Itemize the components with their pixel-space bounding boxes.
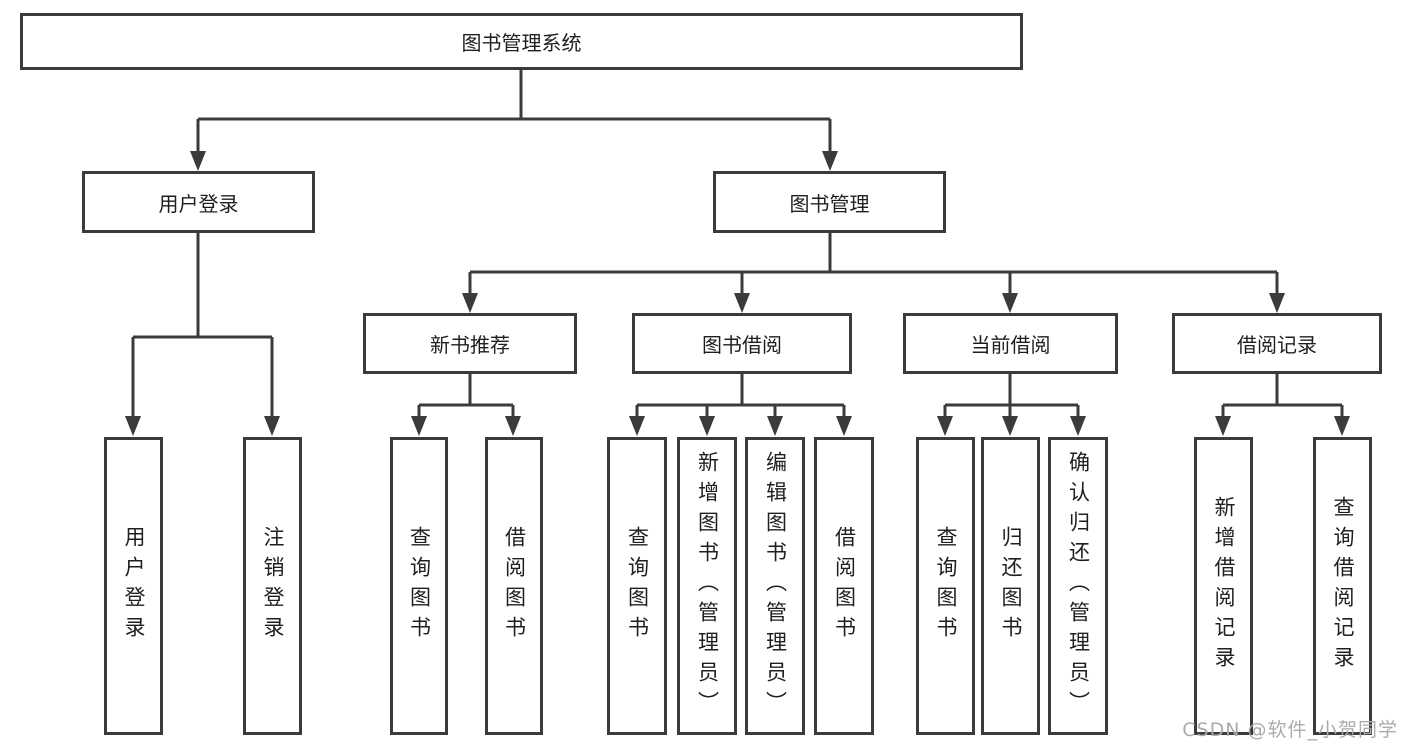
- leaf-label: 借阅图书: [832, 526, 857, 646]
- leaf-label: 确认归还（管理员）: [1066, 451, 1091, 721]
- node-book-borrowing: 图书借阅: [632, 313, 852, 374]
- leaf-edit-book-admin: 编辑图书（管理员）: [745, 437, 805, 735]
- node-new-book-recommendation: 新书推荐: [363, 313, 577, 374]
- leaf-logout: 注销登录: [243, 437, 302, 735]
- leaf-query-books-current: 查询图书: [916, 437, 975, 735]
- node-borrowing-records: 借阅记录: [1172, 313, 1382, 374]
- leaf-label: 查询借阅记录: [1331, 496, 1355, 676]
- leaf-user-login: 用户登录: [104, 437, 163, 735]
- leaf-query-books-recommend: 查询图书: [390, 437, 448, 735]
- leaf-query-borrow-record: 查询借阅记录: [1313, 437, 1372, 735]
- leaf-confirm-return-admin: 确认归还（管理员）: [1048, 437, 1108, 735]
- leaf-add-borrow-record: 新增借阅记录: [1194, 437, 1253, 735]
- leaf-label: 查询图书: [407, 526, 432, 646]
- leaf-borrow-books-borrow: 借阅图书: [814, 437, 874, 735]
- leaf-label: 新增图书（管理员）: [695, 451, 720, 721]
- leaf-add-book-admin: 新增图书（管理员）: [677, 437, 737, 735]
- node-book-management: 图书管理: [713, 171, 946, 233]
- node-user-login: 用户登录: [82, 171, 315, 233]
- leaf-label: 借阅图书: [502, 526, 527, 646]
- leaf-label: 编辑图书（管理员）: [763, 451, 788, 721]
- leaf-borrow-books-recommend: 借阅图书: [485, 437, 543, 735]
- leaf-label: 用户登录: [122, 526, 146, 646]
- node-library-management-system: 图书管理系统: [20, 13, 1023, 70]
- leaf-label: 新增借阅记录: [1212, 496, 1236, 676]
- leaf-return-books: 归还图书: [981, 437, 1040, 735]
- leaf-label: 查询图书: [625, 526, 650, 646]
- leaf-label: 注销登录: [261, 526, 285, 646]
- leaf-query-books-borrow: 查询图书: [607, 437, 667, 735]
- leaf-label: 查询图书: [934, 526, 958, 646]
- node-current-borrowing: 当前借阅: [903, 313, 1118, 374]
- watermark-csdn: CSDN @软件_小贺同学: [1182, 719, 1398, 741]
- leaf-label: 归还图书: [999, 526, 1023, 646]
